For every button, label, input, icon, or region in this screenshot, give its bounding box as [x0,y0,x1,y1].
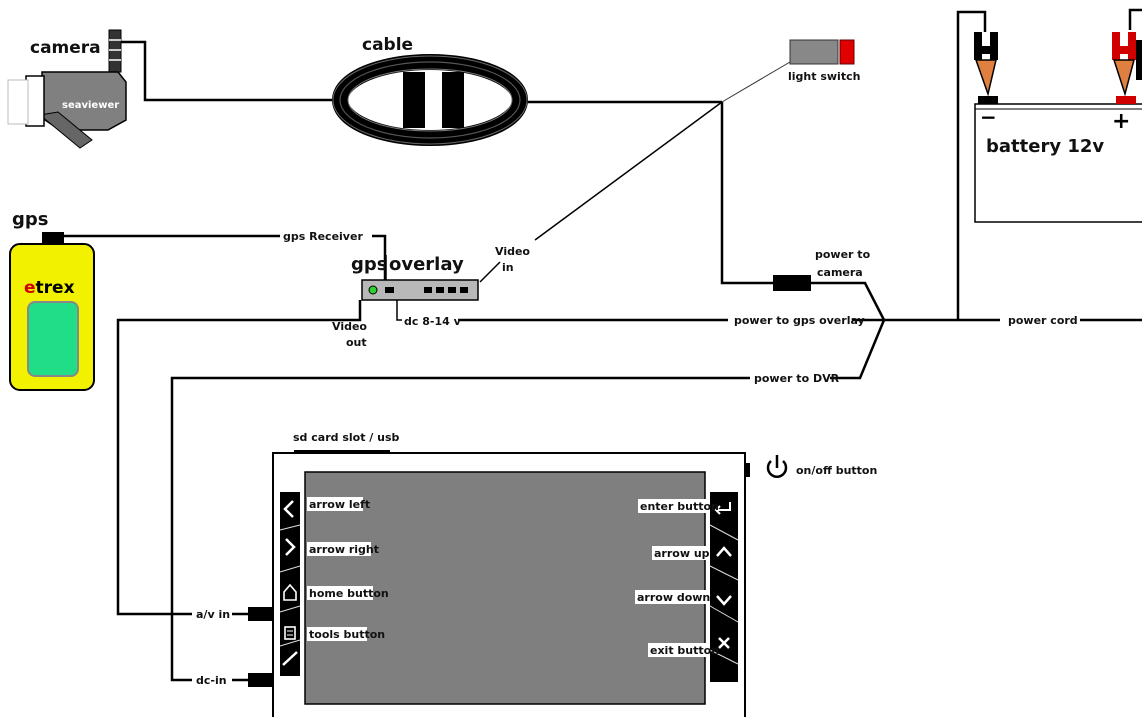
arrow-left-label: arrow left [309,498,370,511]
gps-brand: etrex [24,278,75,298]
gps-title: gps [12,209,48,230]
camera: camera seaviewer [7,29,127,149]
gps-receiver-wire-2 [372,234,387,282]
battery: − + battery 12v [974,32,1142,223]
overlay-title-gps: gps [351,254,387,275]
camera-fin [38,111,93,149]
camera-cable-wire [120,40,340,102]
enter-button-label: enter button [640,500,719,513]
gps-antenna [42,232,64,246]
camera-title: camera [30,38,101,58]
arrow-down-icon [716,595,732,606]
video-in-label-1: Video [495,245,530,258]
power-to-camera-label-1: power to [815,248,871,261]
battery-pos-symbol: + [1112,109,1130,134]
dc-leader [396,300,402,321]
gps-unit: gps etrex [9,209,95,391]
cable-title: cable [362,35,413,55]
arrow-up-label: arrow up [654,547,710,560]
dc-in-label: dc-in [196,674,227,687]
gps-receiver-label: gps Receiver [283,230,363,243]
battery-negative-lead [956,10,987,320]
camera-antenna [108,29,122,73]
battery-label: battery 12v [986,136,1104,157]
right-button-strip [710,492,738,682]
camera-power-wire-2 [810,281,886,321]
camera-power-wire [720,102,775,285]
negative-clip [974,32,998,97]
battery-body [974,103,1142,223]
wire-labels: gps Receiver power to camera power to gp… [283,230,1078,385]
dc-in-jack [248,673,272,687]
arrow-right-label: arrow right [309,543,379,556]
video-out-label-2: out [346,336,367,349]
dvr-power-wire-2 [170,376,750,682]
video-in-label-2: in [502,261,514,274]
sd-slot-label: sd card slot / usb [293,431,400,444]
power-cord-label: power cord [1008,314,1078,327]
home-icon [283,583,297,601]
arrow-right-icon [285,538,296,556]
overlay-title-overlay: overlay [389,254,464,275]
arrow-down-label: arrow down [637,591,710,604]
enter-icon [714,502,731,515]
dvr: sd card slot / usb on/off button arro [196,431,877,717]
video-in-wire-2 [479,261,501,283]
camera-brand: seaviewer [62,100,119,111]
overlay-box [361,279,479,301]
camera-lens [25,75,45,127]
cable-coil: cable [332,35,528,146]
slash-icon [282,651,298,666]
video-out-label-1: Video [332,320,367,333]
power-to-camera-label-2: camera [817,266,863,279]
positive-clip [1112,32,1142,97]
av-in-jack [248,607,272,621]
home-button-label: home button [309,587,389,600]
camera-lens-glass [7,79,29,125]
tools-icon [284,626,296,640]
battery-positive-terminal [1116,96,1136,104]
dc-label: dc 8-14 v [404,315,462,328]
light-switch-label: light switch [788,70,860,83]
exit-button-label: exit button [650,644,719,657]
battery-neg-symbol: − [980,105,997,129]
on-off-label: on/off button [796,464,877,477]
power-to-gps-overlay-label: power to gps overlay [734,314,865,327]
av-in-label: a/v in [196,608,230,621]
battery-positive-lead [1128,8,1142,30]
overlay-led [368,285,378,295]
exit-icon [718,637,730,649]
power-switch [744,463,750,477]
light-switch: light switch [788,39,860,83]
power-to-dvr-label: power to DVR [754,372,840,385]
camera-power-connector [773,275,811,291]
power-icon [766,455,788,478]
arrow-left-icon [283,500,294,518]
battery-negative-terminal [978,96,998,104]
gps-overlay: gps overlay Video in Video out dc 8-14 v [332,245,530,349]
gps-screen [27,301,79,377]
video-out-wire [116,300,362,616]
video-in-wire [534,101,723,241]
dvr-power-wire [830,319,886,380]
light-switch-leader [721,61,791,103]
wires [62,8,1142,682]
tools-button-label: tools button [309,628,385,641]
arrow-up-icon [716,546,732,557]
